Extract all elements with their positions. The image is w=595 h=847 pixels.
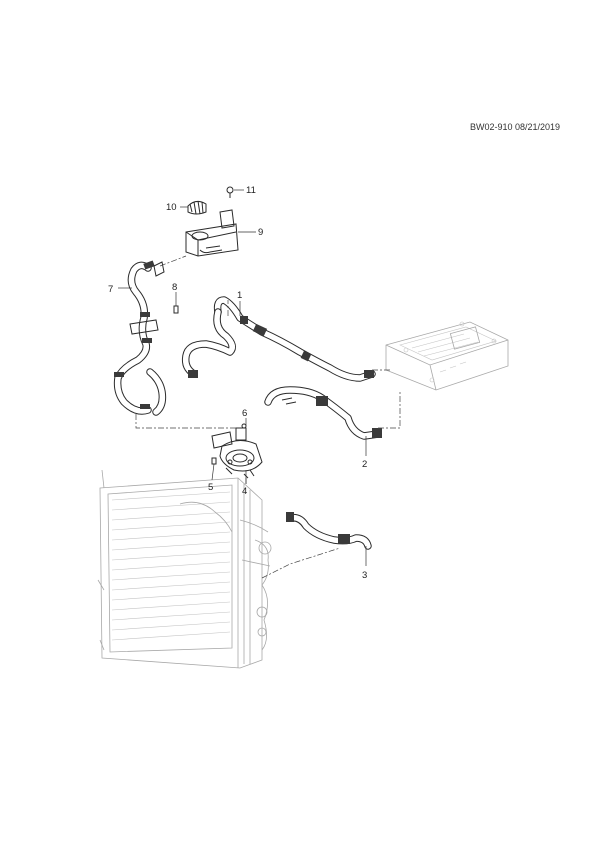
hose-2 <box>264 386 382 440</box>
drawing-reference: BW02-910 08/21/2019 <box>470 122 561 132</box>
callout-6: 6 <box>242 408 247 419</box>
reservoir-cap <box>187 200 207 215</box>
callout-4: 4 <box>242 486 247 497</box>
screw-5 <box>211 457 217 465</box>
screw-6 <box>241 423 247 429</box>
hose-7 <box>113 260 167 416</box>
radiator-assembly <box>97 469 272 669</box>
callout-2: 2 <box>362 459 367 470</box>
screw-11 <box>226 186 234 198</box>
screw-8 <box>173 305 179 314</box>
callout-10: 10 <box>166 202 177 213</box>
hose-3 <box>286 512 372 550</box>
callout-11: 11 <box>246 185 256 196</box>
routing-lines <box>135 255 401 579</box>
callout-7: 7 <box>108 284 113 295</box>
coolant-reservoir <box>185 209 239 257</box>
callout-3: 3 <box>362 570 367 581</box>
callout-1: 1 <box>237 290 242 301</box>
callout-5: 5 <box>208 482 213 493</box>
callout-labels: 1 2 3 4 5 6 7 8 9 10 11 <box>108 185 367 581</box>
hose-1 <box>181 296 376 382</box>
coolant-pump <box>211 427 263 479</box>
leader-lines <box>118 189 367 566</box>
callout-9: 9 <box>258 227 263 238</box>
electronics-module <box>385 321 509 391</box>
callout-8: 8 <box>172 282 177 293</box>
